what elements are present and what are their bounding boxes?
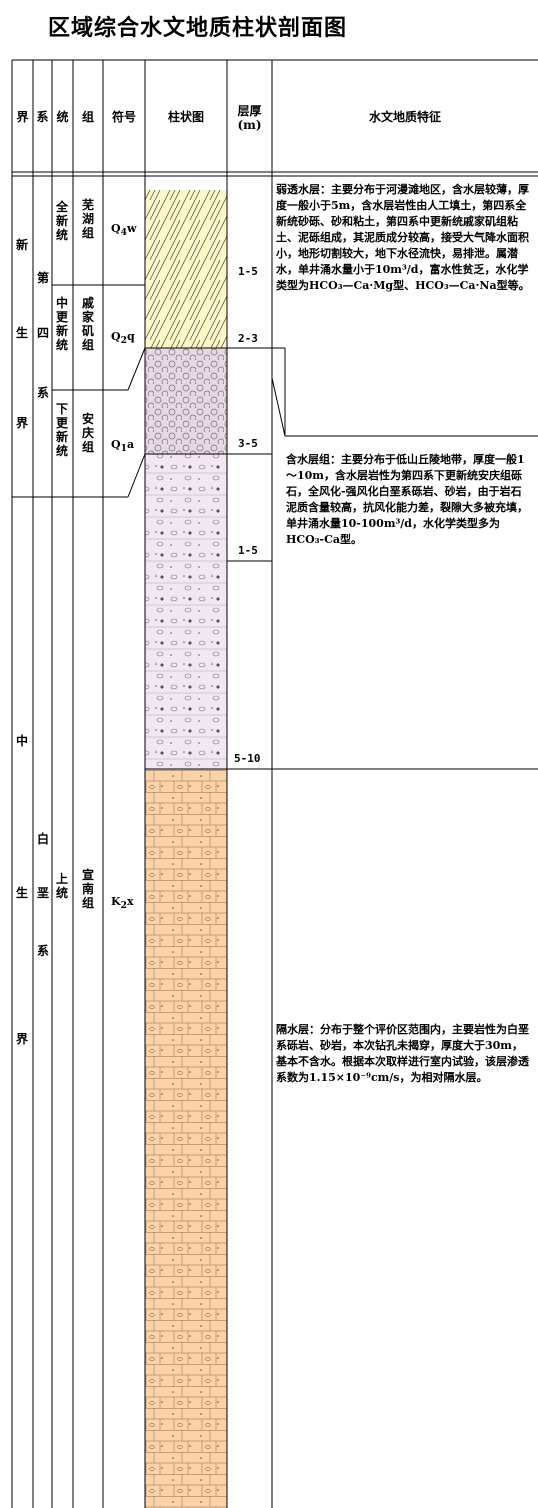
symbol-q4w: Q4w: [111, 222, 137, 239]
series-holocene: 全新统: [55, 200, 68, 242]
header-zhuzhuangtu: 柱状图: [167, 110, 204, 124]
system-quaternary-char-1: 第: [36, 271, 49, 285]
thickness-layer-3: 3-5: [238, 437, 258, 450]
description-weak-aquifer: 弱透水层：主要分布于河漫滩地区，含水层较薄，厚度一般小于5m，含水层岩性由人工填…: [276, 183, 530, 292]
symbol-q1a: Q1a: [111, 438, 135, 455]
lithology-lilac-fill: [145, 454, 227, 769]
system-quaternary-char-3: 系: [36, 386, 49, 400]
header-tezheng: 水文地质特征: [368, 110, 441, 124]
era-mesozoic-char-2: 生: [15, 886, 28, 900]
header-tong: 统: [56, 110, 69, 124]
header-cenghou: 层厚: [237, 104, 262, 118]
lithology-pebble-fill: [145, 348, 227, 454]
system-quaternary-char-2: 四: [36, 326, 49, 340]
formation-anqing: 安庆组: [81, 412, 94, 454]
header-cenghou-unit: (m): [237, 118, 262, 132]
era-cenozoic-char-3: 界: [15, 416, 28, 430]
description-aquifer-group: 含水层组：主要分布于低山丘陵地带，厚度一般1～10m，含水层岩性为第四系下更新统…: [286, 453, 528, 546]
thickness-layer-1: 1-5: [238, 265, 258, 278]
header-jie: 界: [16, 110, 29, 124]
symbol-k2x: K2x: [111, 895, 134, 912]
lithology-hatched-fill: [145, 190, 227, 348]
header-fuhao: 符号: [111, 110, 136, 124]
era-mesozoic-char-3: 界: [15, 1032, 28, 1046]
header-xi: 系: [36, 110, 49, 124]
description-aquitard: 隔水层：分布于整个评价区范围内，主要岩性为白垩系砾岩、砂岩，本次钻孔未揭穿，厚度…: [276, 1023, 529, 1084]
era-cenozoic-char-2: 生: [15, 326, 28, 340]
formation-qijiaji: 戚家矶组: [81, 296, 94, 352]
series-middle-pleistocene: 中更新统: [55, 296, 68, 352]
era-mesozoic-char-1: 中: [15, 734, 28, 748]
table-frame: [11, 59, 538, 1508]
formation-wuhu: 芜湖组: [81, 198, 94, 240]
series-upper-cretaceous: 上统: [55, 872, 68, 900]
symbol-q2q: Q2q: [111, 330, 135, 347]
thickness-layer-2: 2-3: [238, 332, 258, 345]
thickness-layer-4a: 1-5: [238, 544, 258, 557]
system-cretaceous-char-1: 白: [36, 832, 49, 846]
page-title: 区域综合水文地质柱状剖面图: [48, 16, 348, 41]
thickness-layer-4b: 5-10: [234, 752, 261, 765]
header-zu: 组: [81, 110, 94, 124]
series-lower-pleistocene: 下更新统: [55, 402, 68, 458]
era-cenozoic-char-1: 新: [15, 238, 28, 252]
system-cretaceous-char-3: 系: [36, 944, 49, 958]
system-cretaceous-char-2: 垩: [36, 886, 49, 900]
formation-xuannan: 宣南组: [81, 868, 94, 910]
lithology-orange-fill: [145, 769, 227, 1508]
